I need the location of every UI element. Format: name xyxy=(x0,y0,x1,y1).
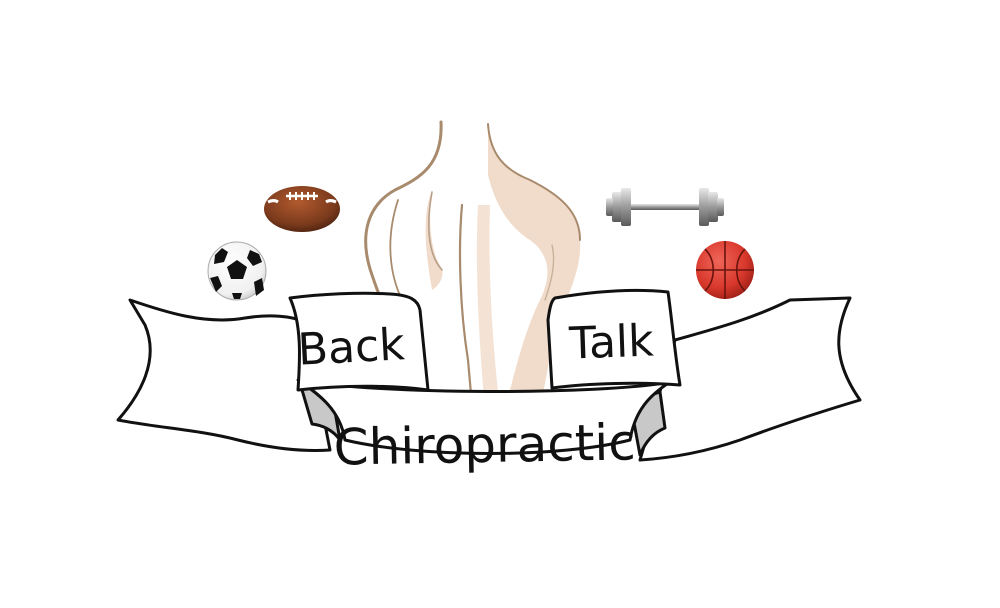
logo-word-chiropractic: Chiropractic xyxy=(333,413,636,476)
dumbbell-icon xyxy=(606,188,724,226)
banner-ribbon xyxy=(116,288,862,462)
logo-word-back: Back xyxy=(297,319,407,376)
basketball-icon xyxy=(696,241,754,299)
soccer-ball-icon xyxy=(207,241,267,301)
logo-word-talk: Talk xyxy=(567,316,655,370)
football-icon xyxy=(264,186,340,232)
